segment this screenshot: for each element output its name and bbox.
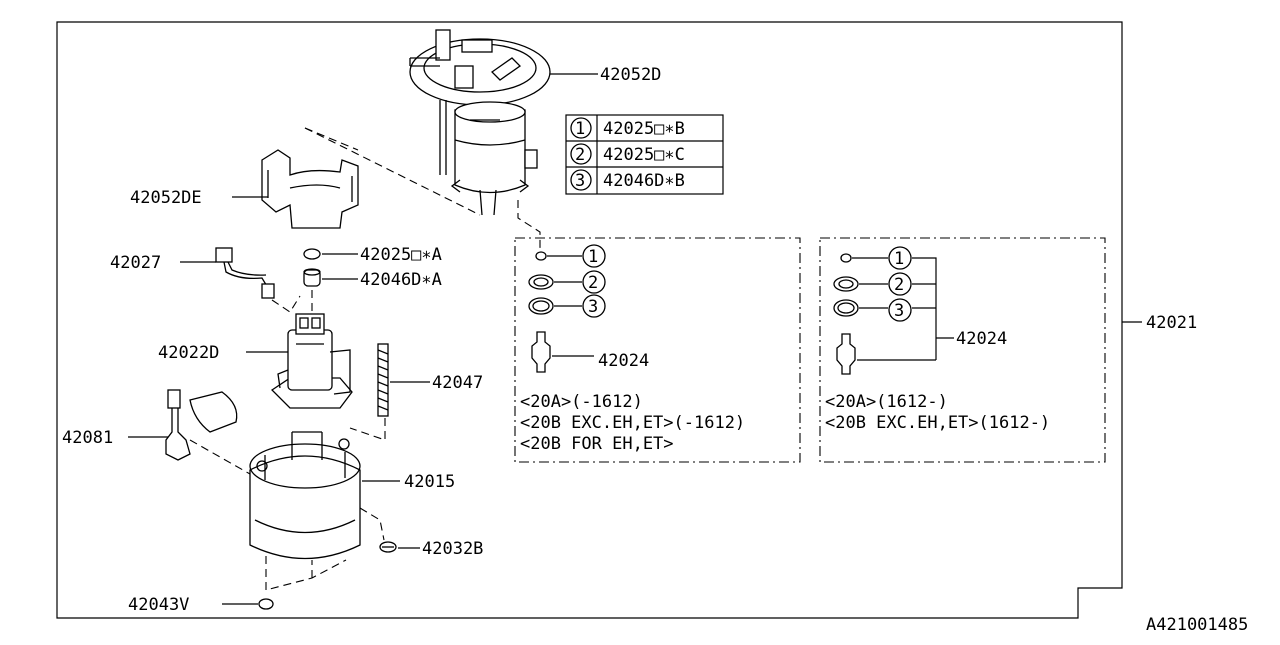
label-42043V: 42043V bbox=[128, 595, 189, 615]
label-42022D: 42022D bbox=[158, 343, 219, 363]
dash-harness-pump bbox=[271, 295, 301, 313]
legend-code-2: 42025□∗C bbox=[603, 145, 685, 165]
dash-bracket-top bbox=[304, 127, 359, 151]
variant-box-right: 1 2 3 42024 <20A>(1612-) <20B EXC.EH,ET>… bbox=[819, 237, 1106, 463]
label-42015: 42015 bbox=[404, 472, 455, 492]
dash-spring-tank bbox=[349, 418, 386, 441]
label-42047: 42047 bbox=[432, 373, 483, 393]
left-callout-1: 1 bbox=[588, 247, 598, 267]
dash-cup-clip bbox=[359, 507, 385, 541]
fuel-reservoir-cup[interactable] bbox=[249, 431, 361, 560]
filter-spring[interactable] bbox=[377, 343, 389, 417]
label-42025A: 42025□∗A bbox=[360, 245, 442, 265]
dash-link-flange-sender bbox=[517, 200, 541, 250]
label-42052DE: 42052DE bbox=[130, 188, 202, 208]
label-42032B: 42032B bbox=[422, 539, 483, 559]
legend-num-2: 2 bbox=[575, 145, 585, 165]
diagram-id: A421001485 bbox=[1146, 615, 1248, 635]
legend-table: 1 2 3 42025□∗B 42025□∗C 42046D∗B bbox=[565, 114, 724, 195]
legend-num-3: 3 bbox=[575, 171, 585, 191]
dash-cup-base bbox=[265, 556, 347, 591]
fuel-level-sensor[interactable] bbox=[165, 389, 238, 461]
cushion-42046DA[interactable] bbox=[303, 268, 321, 287]
wire-harness[interactable] bbox=[215, 247, 275, 299]
fuel-pump-flange[interactable] bbox=[409, 29, 551, 216]
label-42027: 42027 bbox=[110, 253, 161, 273]
label-42052D: 42052D bbox=[600, 65, 661, 85]
right-note-1: <20A>(1612-) bbox=[825, 392, 948, 412]
o-ring-42025A[interactable] bbox=[303, 248, 321, 260]
grommet-42043V[interactable] bbox=[258, 598, 274, 610]
label-42024-left: 42024 bbox=[598, 351, 649, 371]
label-42024-right: 42024 bbox=[956, 329, 1007, 349]
variant-box-left: 1 2 3 42024 <20A>(-1612) <20B EXC.EH,ET>… bbox=[514, 237, 801, 463]
left-callout-3: 3 bbox=[588, 297, 598, 317]
label-42021: 42021 bbox=[1146, 313, 1197, 333]
left-note-1: <20A>(-1612) bbox=[520, 392, 643, 412]
right-callout-3: 3 bbox=[894, 301, 904, 321]
left-callout-2: 2 bbox=[588, 273, 598, 293]
dash-sensor-tank bbox=[189, 439, 251, 475]
legend-code-3: 42046D∗B bbox=[603, 171, 685, 191]
right-callout-2: 2 bbox=[894, 275, 904, 295]
right-note-2: <20B EXC.EH,ET>(1612-) bbox=[825, 413, 1050, 433]
label-42081: 42081 bbox=[62, 428, 113, 448]
legend-code-1: 42025□∗B bbox=[603, 119, 685, 139]
legend-num-1: 1 bbox=[575, 119, 585, 139]
right-callout-1: 1 bbox=[894, 249, 904, 269]
left-note-2: <20B EXC.EH,ET>(-1612) bbox=[520, 413, 745, 433]
fuel-pump[interactable] bbox=[270, 313, 353, 409]
label-42046DA: 42046D∗A bbox=[360, 270, 442, 290]
left-note-3: <20B FOR EH,ET> bbox=[520, 434, 674, 454]
clip-42032B[interactable] bbox=[379, 541, 397, 553]
assembly-frame bbox=[56, 21, 1123, 619]
dash-link-flange-pump bbox=[304, 127, 481, 216]
pump-bracket[interactable] bbox=[261, 149, 359, 229]
